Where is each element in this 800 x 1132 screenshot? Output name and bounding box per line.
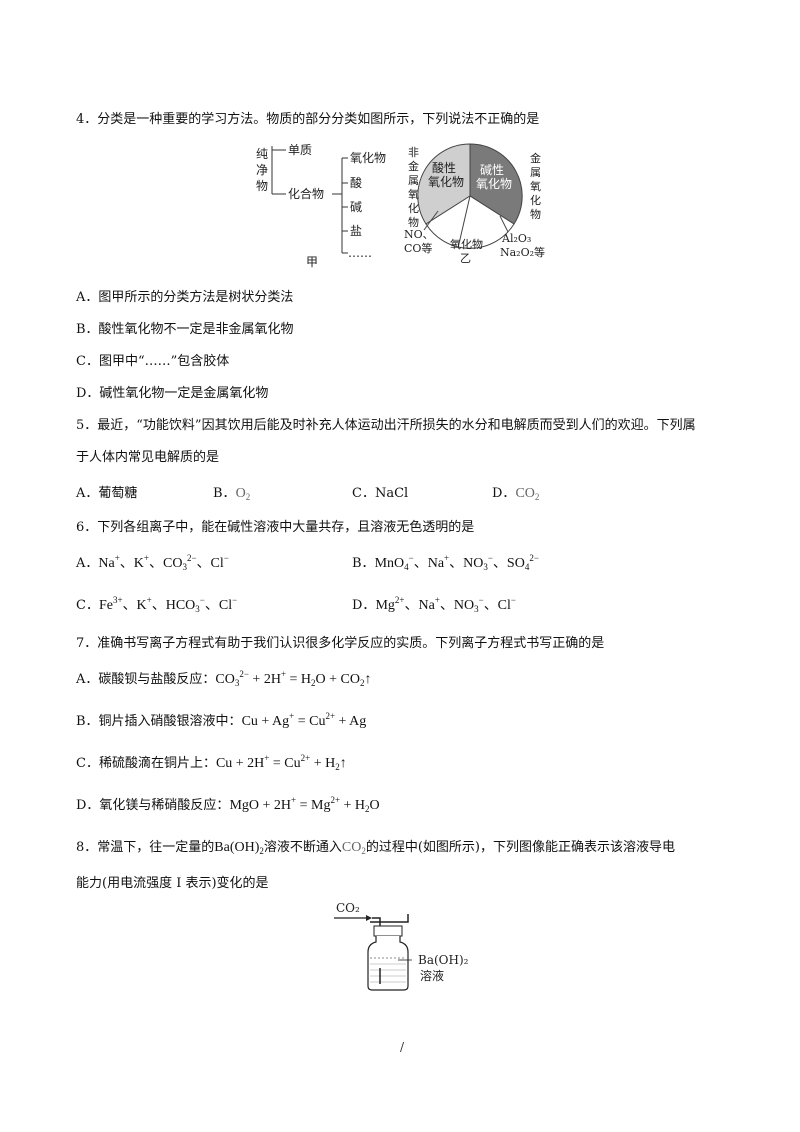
- q5-option-a: A．葡萄糖: [76, 486, 138, 501]
- q7-option-a-text: A．碳酸钡与盐酸反应：: [76, 672, 216, 687]
- q7-option-c: C．稀硫酸滴在铜片上：Cu + 2H+ = Cu2+ + H2↑: [76, 752, 347, 772]
- nonmetal-oxide-c2: 金: [408, 159, 419, 173]
- acidic-oxide-label-1: 酸性: [432, 160, 456, 175]
- nonmetal-oxide-c6: 物: [408, 215, 419, 229]
- sub-acid: 酸: [350, 175, 362, 190]
- q4-option-c: C．图甲中“……”包含胶体: [76, 354, 230, 369]
- q8-stem-line1: 8．常温下，往一定量的Ba(OH)2溶液不断通入CO2的过程中(如图所示)，下列…: [76, 836, 675, 856]
- q7-option-b: B．铜片插入硝酸银溶液中：Cu + Ag+ = Cu2+ + Ag: [76, 710, 366, 730]
- element-label: 单质: [288, 143, 312, 157]
- q6-option-c-letter: C．: [76, 598, 99, 613]
- q4-figure: 纯 净 物 单质 化合物 氧化物 酸 碱 盐 …… 甲 酸性 氧化物 碱性 氧化…: [256, 143, 545, 269]
- figure-jia-label: 甲: [306, 255, 318, 269]
- pure-substance-char-1: 纯: [256, 147, 268, 161]
- metal-oxide-c1: 金: [530, 151, 541, 165]
- oxide-label: 氧化物: [450, 237, 483, 251]
- q4-stem: 4．分类是一种重要的学习方法。物质的部分分类如图所示，下列说法不正确的是: [76, 112, 540, 127]
- q6-option-a-letter: A．: [76, 556, 99, 571]
- q7-option-b-equation: Cu + Ag+ = Cu2+ + Ag: [241, 711, 367, 729]
- nonmetal-oxide-c4: 氧: [408, 187, 419, 201]
- sub-salt: 盐: [350, 224, 362, 238]
- q7-option-c-equation: Cu + 2H+ = Cu2+ + H2↑: [215, 753, 347, 772]
- q8-stem-part-b: 溶液不断通入: [263, 840, 342, 855]
- q8-stem-part-a: 8．常温下，往一定量的: [76, 840, 215, 855]
- metal-oxide-c4: 化: [530, 193, 541, 207]
- gas-bottle: [367, 936, 409, 991]
- metal-oxide-c3: 氧: [530, 179, 541, 193]
- q4-option-a: A．图甲所示的分类方法是树状分类法: [76, 290, 294, 305]
- q4-option-d: D．碱性氧化物一定是金属氧化物: [76, 386, 269, 401]
- q4-option-b: B．酸性氧化物不一定是非金属氧化物: [76, 322, 294, 337]
- q6-option-d-ions: Mg2+、Na+、NO3−、Cl−: [375, 595, 516, 614]
- basic-oxide-label-2: 氧化物: [476, 177, 512, 191]
- q8-stem-part-c: 的过程中(如图所示)，下列图像能正确表示该溶液导电: [365, 840, 676, 855]
- pure-substance-char-2: 净: [256, 163, 268, 177]
- q8-apparatus-figure: CO₂ Ba(OH)₂ 溶液: [334, 901, 469, 991]
- page-footer: /: [400, 1040, 405, 1054]
- basic-oxide-label-1: 碱性: [480, 163, 504, 177]
- figure-yi: 酸性 氧化物 碱性 氧化物 非 金 属 氧 化 物 金 属 氧 化 物 NO、 …: [404, 143, 545, 265]
- nonmetal-oxide-c3: 属: [408, 174, 419, 187]
- sub-base: 碱: [350, 200, 362, 214]
- no-co-label-2: CO等: [404, 241, 432, 255]
- q5-option-b-letter: B．: [213, 486, 236, 501]
- acidic-oxide-label-2: 氧化物: [428, 175, 464, 189]
- q7-option-a-equation: CO32− + 2H+ = H2O + CO2↑: [215, 669, 372, 688]
- q5-option-d: D．CO2: [492, 482, 539, 502]
- q6-option-b-letter: B．: [352, 556, 375, 571]
- q5-option-d-letter: D．: [492, 486, 516, 501]
- q6-option-d: D．Mg2+、Na+、NO3−、Cl−: [352, 594, 516, 614]
- q8-stem-line2: 能力(用电流强度 I 表示)变化的是: [76, 876, 269, 891]
- q5-option-d-formula: CO2: [515, 486, 540, 502]
- metal-oxide-c5: 物: [530, 207, 541, 221]
- baoh2-label: Ba(OH)₂: [418, 953, 469, 967]
- compound-label: 化合物: [288, 186, 324, 201]
- solution-label: 溶液: [420, 968, 444, 983]
- q8-formula-baoh2: Ba(OH)2: [214, 840, 264, 856]
- no-co-label-1: NO、: [404, 228, 434, 241]
- q6-option-c: C．Fe3+、K+、HCO3−、Cl−: [76, 594, 237, 614]
- q7-option-a: A．碳酸钡与盐酸反应：CO32− + 2H+ = H2O + CO2↑: [76, 668, 372, 688]
- q8-formula-co2: CO2: [341, 840, 366, 856]
- figure-jia: 纯 净 物 单质 化合物 氧化物 酸 碱 盐 …… 甲: [256, 143, 386, 269]
- sub-etc: ……: [348, 246, 372, 260]
- nonmetal-oxide-c5: 化: [408, 201, 419, 215]
- pure-substance-char-3: 物: [256, 179, 268, 193]
- co2-inlet-label: CO₂: [336, 901, 360, 915]
- nonmetal-oxide-c1: 非: [408, 146, 419, 159]
- q7-stem: 7．准确书写离子方程式有助于我们认识很多化学反应的实质。下列离子方程式书写正确的…: [76, 636, 605, 651]
- q7-option-b-text: B．铜片插入硝酸银溶液中：: [76, 714, 242, 729]
- q5-option-c: C．NaCl: [352, 486, 409, 501]
- al2o3-label: Al₂O₃: [501, 232, 531, 245]
- q5-option-b: B．O2: [213, 482, 250, 502]
- q6-stem: 6．下列各组离子中，能在碱性溶液中大量共存，且溶液无色透明的是: [76, 520, 475, 535]
- q5-stem-line1: 5．最近，“功能饮料”因其饮用后能及时补充人体运动出汗所损失的水分和电解质而受到…: [76, 418, 696, 433]
- q5-stem-line2: 于人体内常见电解质的是: [76, 450, 220, 465]
- q6-option-c-ions: Fe3+、K+、HCO3−、Cl−: [98, 595, 238, 614]
- q6-option-a-ions: Na+、K+、CO32−、Cl−: [98, 553, 229, 572]
- q7-option-d-equation: MgO + 2H+ = Mg2+ + H2O: [229, 795, 380, 814]
- q5-option-b-formula: O2: [235, 486, 251, 502]
- q6-option-b-ions: MnO4−、Na+、NO3−、SO42−: [374, 553, 539, 572]
- q6-option-b: B．MnO4−、Na+、NO3−、SO42−: [352, 552, 539, 572]
- q7-option-c-text: C．稀硫酸滴在铜片上：: [76, 756, 216, 771]
- q7-option-d-text: D．氧化镁与稀硝酸反应：: [76, 798, 230, 813]
- sub-oxide: 氧化物: [350, 151, 386, 165]
- q6-option-d-letter: D．: [352, 598, 376, 613]
- metal-oxide-c2: 属: [530, 166, 541, 179]
- na2o2-label: Na₂O₂等: [500, 245, 545, 259]
- figure-yi-label: 乙: [460, 252, 471, 265]
- q7-option-d: D．氧化镁与稀硝酸反应：MgO + 2H+ = Mg2+ + H2O: [76, 794, 380, 814]
- q6-option-a: A．Na+、K+、CO32−、Cl−: [76, 552, 229, 572]
